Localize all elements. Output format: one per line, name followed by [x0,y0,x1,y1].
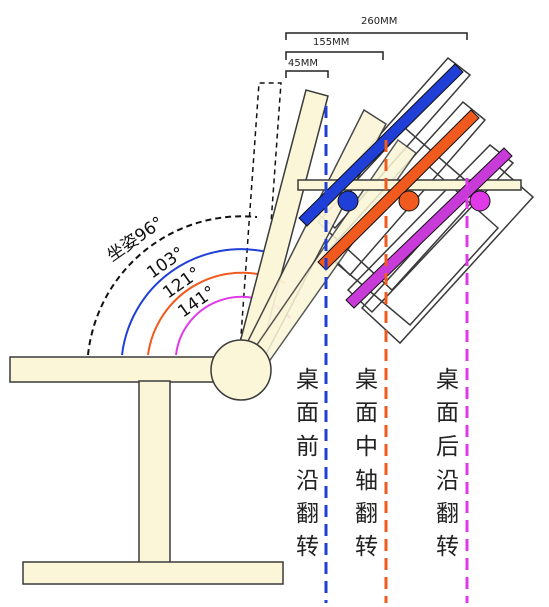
label-rear-char: 沿 [436,468,459,494]
colored-bars [298,63,513,309]
label-rear-char: 翻 [436,501,459,527]
bracket-260 [285,32,468,40]
blue-bar [298,63,464,227]
bracket-45 [285,70,329,78]
table-base [22,561,284,585]
label-front-char: 转 [296,534,319,560]
table-pivot [210,339,272,401]
label-front-char: 桌 [296,367,319,393]
pivot-dot-magenta [469,190,491,212]
label-middle-axis: 桌 面 中 轴 翻 转 [355,367,378,560]
dimension-brackets [285,32,468,78]
arc-103 [121,248,268,356]
label-rear-char: 后 [436,434,459,460]
board-outline-rear-tilt [346,143,515,314]
table-arm [9,356,236,383]
label-rear-char: 转 [436,534,459,560]
label-middle-char: 翻 [355,501,378,527]
label-front-char: 翻 [296,501,319,527]
bracket-155 [285,51,384,60]
dimension-260-label: 260MM [361,16,397,27]
table-column [138,380,171,564]
label-rear-edge: 桌 面 后 沿 翻 转 [436,367,459,560]
label-front-char: 前 [296,434,319,460]
table [9,339,284,585]
boards [237,89,522,365]
pivot-dot-blue [337,190,359,212]
label-middle-char: 面 [355,400,378,426]
label-front-edge: 桌 面 前 沿 翻 转 [296,367,319,560]
label-rear-char: 桌 [436,367,459,393]
label-front-char: 面 [296,400,319,426]
label-middle-char: 轴 [355,468,378,494]
dimension-45-label: 45MM [288,58,318,69]
sitting-board-outline [239,82,282,351]
label-rear-char: 面 [436,400,459,426]
label-middle-char: 桌 [355,367,378,393]
arc-96 [87,215,258,356]
board-121 [244,108,387,362]
orange-bar [317,109,480,271]
dimension-155-label: 155MM [313,37,349,48]
purple-bar [345,147,513,309]
label-middle-char: 中 [355,434,378,460]
label-front-char: 沿 [296,468,319,494]
label-middle-char: 转 [355,534,378,560]
pivot-dot-orange [398,190,420,212]
